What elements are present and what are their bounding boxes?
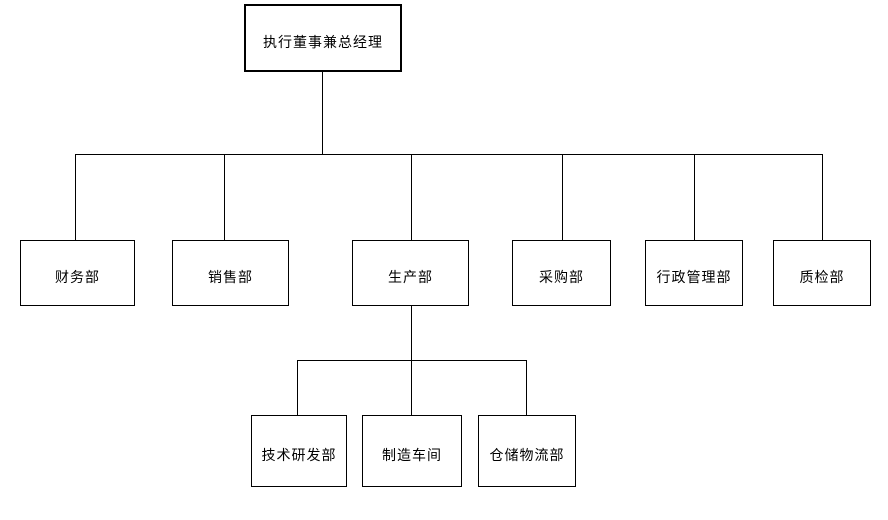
org-node-admin[interactable]: 行政管理部: [645, 240, 743, 306]
connector-drop-sales: [224, 154, 225, 240]
org-node-logistics-label: 仓储物流部: [489, 447, 565, 464]
org-node-workshop-label: 制造车间: [382, 447, 442, 464]
connector-level2-rail: [297, 360, 527, 361]
org-node-purchasing[interactable]: 采购部: [512, 240, 611, 306]
org-node-sales-label: 销售部: [208, 269, 253, 286]
org-node-qc-label: 质检部: [799, 269, 845, 286]
connector-drop-logistics: [526, 360, 527, 415]
org-node-finance-label: 财务部: [55, 269, 100, 286]
connector-drop-rnd: [297, 360, 298, 415]
org-node-production[interactable]: 生产部: [352, 240, 469, 306]
connector-drop-qc: [822, 154, 823, 240]
connector-drop-purchasing: [562, 154, 563, 240]
connector-drop-admin: [694, 154, 695, 240]
org-node-logistics[interactable]: 仓储物流部: [478, 415, 576, 487]
org-node-rnd-label: 技术研发部: [261, 447, 337, 464]
connector-production-stem: [411, 305, 412, 361]
connector-drop-production: [411, 154, 412, 240]
connector-drop-workshop: [411, 360, 412, 415]
connector-level1-rail: [75, 154, 823, 155]
org-node-root[interactable]: 执行董事兼总经理: [244, 4, 402, 72]
org-node-sales[interactable]: 销售部: [172, 240, 289, 306]
org-node-root-label: 执行董事兼总经理: [263, 34, 383, 51]
org-node-admin-label: 行政管理部: [656, 269, 732, 286]
org-node-finance[interactable]: 财务部: [20, 240, 135, 306]
org-node-workshop[interactable]: 制造车间: [362, 415, 462, 487]
connector-drop-finance: [75, 154, 76, 240]
connector-root-stem: [322, 71, 323, 155]
org-node-qc[interactable]: 质检部: [773, 240, 871, 306]
org-node-rnd[interactable]: 技术研发部: [251, 415, 347, 487]
org-node-production-label: 生产部: [388, 269, 433, 286]
org-node-purchasing-label: 采购部: [539, 269, 584, 286]
